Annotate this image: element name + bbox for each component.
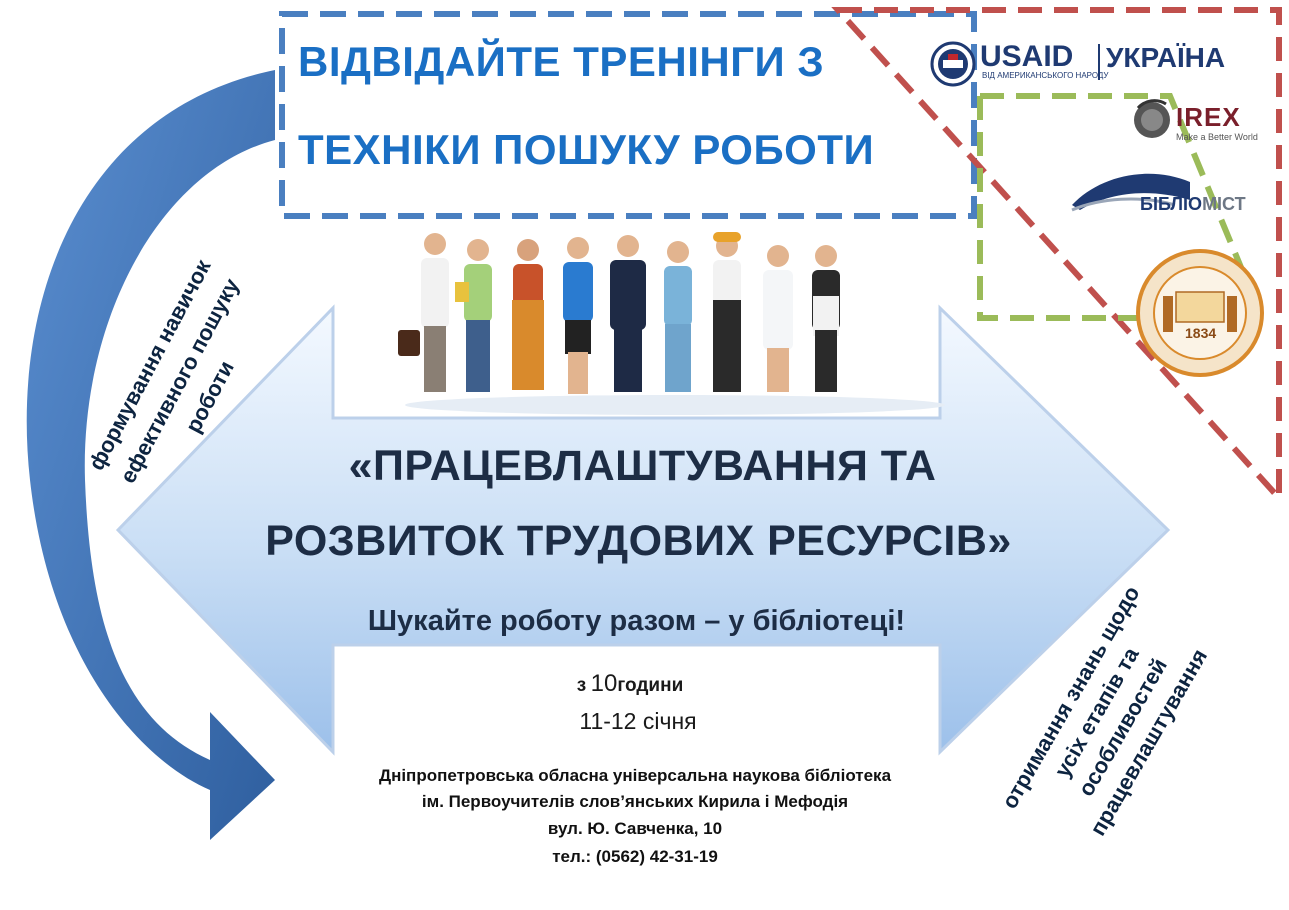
library-seal-year: 1834 xyxy=(1185,325,1217,341)
phone-line: тел.: (0562) 42-31-19 xyxy=(552,847,718,866)
library-seal-icon xyxy=(1136,249,1264,377)
address-line-3: вул. Ю. Савченка, 10 xyxy=(547,819,723,838)
info-panel xyxy=(342,648,932,908)
usaid-seal-icon xyxy=(930,41,976,87)
main-title-line-2: РОЗВИТОК ТРУДОВИХ РЕСУРСІВ» xyxy=(265,517,1012,565)
workers-group-image xyxy=(398,232,945,415)
usaid-wordmark: USAID xyxy=(980,40,1074,73)
irex-globe-icon xyxy=(1134,99,1170,138)
header-frame xyxy=(279,11,977,219)
main-title-line-1: «ПРАЦЕВЛАШТУВАННЯ ТА xyxy=(348,442,937,490)
schedule-hours-word: години xyxy=(617,675,684,696)
red-dashed-triangle xyxy=(831,7,1282,506)
schedule-hour: 10 xyxy=(590,670,618,697)
schedule-time: з 10години xyxy=(0,670,1260,698)
address-line-1: Дніпропетровська обласна універсальна на… xyxy=(378,766,892,785)
curved-arrow xyxy=(26,70,275,840)
bibliomist-part-1: БІБЛІО xyxy=(1140,194,1203,214)
usaid-country: УКРАЇНА xyxy=(1106,42,1226,73)
bibliomist-book-icon xyxy=(1071,173,1190,212)
usaid-subtitle: ВІД АМЕРИКАНСЬКОГО НАРОДУ xyxy=(982,71,1109,80)
schedule-dates: 11-12 січня xyxy=(579,708,697,734)
main-subtitle: Шукайте роботу разом – у бібліотеці! xyxy=(367,605,906,637)
headline-line-1: ВІДВІДАЙТЕ ТРЕНІНГИ З xyxy=(298,38,825,85)
double-arrow-shape xyxy=(115,304,1171,756)
irex-tagline: Make a Better World xyxy=(1176,132,1258,142)
schedule-from: з xyxy=(576,675,587,696)
irex-wordmark: IREX xyxy=(1176,102,1241,132)
address-line-2: ім. Первоучителів слов’янських Кирила і … xyxy=(421,792,849,811)
headline-line-2: ТЕХНІКИ ПОШУКУ РОБОТИ xyxy=(298,126,875,173)
bibliomist-wordmark: БІБЛІОМІСТ xyxy=(1140,194,1246,215)
bibliomist-part-2: МІСТ xyxy=(1202,194,1246,214)
